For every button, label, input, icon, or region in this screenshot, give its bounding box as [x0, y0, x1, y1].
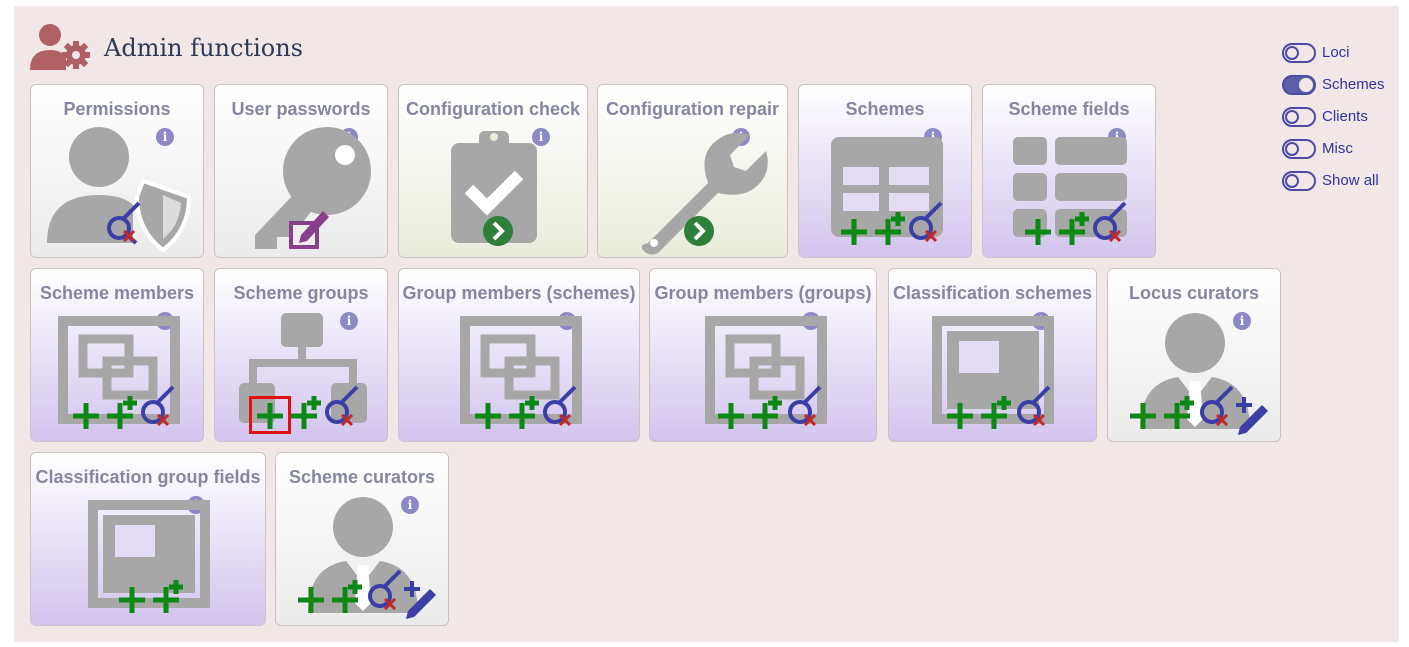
admin-users-gear-icon	[30, 24, 90, 70]
add-actions-icons[interactable]	[31, 453, 266, 626]
clipboard-check-icon	[451, 131, 537, 243]
tile-label: Group members (groups)	[654, 283, 872, 303]
add-actions-icons[interactable]	[276, 453, 449, 626]
toggle-label[interactable]: Clients	[1322, 108, 1368, 125]
toggle-knob	[1285, 46, 1299, 60]
scheme-fields-tile[interactable]: Scheme fields i	[982, 84, 1156, 258]
table-icon	[831, 137, 943, 237]
scheme-groups-tile[interactable]: Scheme groups i	[214, 268, 388, 442]
tile-label: Permissions	[63, 99, 171, 119]
tile-label: Configuration check	[405, 99, 580, 119]
page-title: Admin functions	[104, 34, 303, 62]
tile-label: Schemes	[845, 99, 925, 119]
add-actions-icons[interactable]	[215, 269, 388, 442]
edit-icon[interactable]	[215, 85, 388, 258]
toggle-knob	[1285, 142, 1299, 156]
toggle-switch[interactable]	[1282, 139, 1316, 159]
add-actions-icons[interactable]	[650, 269, 877, 442]
object-ungroup-icon	[88, 500, 210, 608]
info-icon[interactable]: i	[340, 312, 358, 330]
classification-group-fields-tile[interactable]: Classification group fields i	[30, 452, 266, 626]
tile-label: Configuration repair	[605, 99, 779, 119]
run-arrow-icon[interactable]	[399, 85, 588, 258]
toggle-switch[interactable]	[1282, 75, 1316, 95]
user-passwords-tile[interactable]: User passwords i	[214, 84, 388, 258]
tile-label: Scheme curators	[288, 467, 436, 487]
add-actions-icons[interactable]	[1108, 269, 1281, 442]
sitemap-icon	[239, 313, 367, 423]
wrench-icon	[641, 133, 768, 255]
tile-label: Classification schemes	[892, 283, 1093, 303]
configuration-check-tile[interactable]: Configuration check i	[398, 84, 588, 258]
toggle-switch[interactable]	[1282, 43, 1316, 63]
schemes-tile[interactable]: Schemes i	[798, 84, 972, 258]
add-actions-icons[interactable]	[983, 85, 1156, 258]
tile-label: Scheme groups	[233, 283, 369, 303]
toggle-knob	[1285, 174, 1299, 188]
toggle-label[interactable]: Schemes	[1322, 76, 1385, 93]
object-ungroup-icon	[932, 316, 1054, 424]
tile-label: Locus curators	[1128, 283, 1260, 303]
key-icon	[255, 127, 371, 249]
toggle-loci[interactable]: Loci	[1282, 42, 1392, 74]
locus-curators-tile[interactable]: Locus curators i	[1107, 268, 1281, 442]
add-actions-icons[interactable]	[889, 269, 1097, 442]
toggle-schemes[interactable]: Schemes	[1282, 74, 1392, 106]
filter-toggles: Loci Schemes Clients Misc Show all	[1282, 42, 1392, 202]
add-actions-icons[interactable]	[31, 269, 204, 442]
configuration-repair-tile[interactable]: Configuration repair i	[597, 84, 788, 258]
add-actions-icons[interactable]	[399, 269, 640, 442]
toggle-switch[interactable]	[1282, 171, 1316, 191]
toggle-label[interactable]: Show all	[1322, 172, 1379, 189]
permissions-tile[interactable]: Permissions i	[30, 84, 204, 258]
tile-label: Scheme fields	[1008, 99, 1130, 119]
info-icon[interactable]: i	[532, 128, 550, 146]
user-shield-icon	[47, 127, 192, 253]
tile-label: Scheme members	[39, 283, 195, 303]
toggle-label[interactable]: Loci	[1322, 44, 1350, 61]
toggle-misc[interactable]: Misc	[1282, 138, 1392, 170]
tile-label: User passwords	[231, 99, 371, 119]
group-members-schemes-tile[interactable]: Group members (schemes) i	[398, 268, 640, 442]
info-icon[interactable]: i	[156, 128, 174, 146]
query-delete-icon[interactable]	[31, 85, 204, 258]
add-icon-highlight[interactable]	[249, 396, 291, 434]
tile-label: Classification group fields	[35, 467, 261, 487]
group-members-groups-tile[interactable]: Group members (groups) i	[649, 268, 877, 442]
classification-schemes-tile[interactable]: Classification schemes i	[888, 268, 1097, 442]
toggle-knob	[1299, 78, 1313, 92]
toggle-knob	[1285, 110, 1299, 124]
tile-label: Group members (schemes)	[402, 283, 636, 303]
toggle-label[interactable]: Misc	[1322, 140, 1353, 157]
info-icon[interactable]: i	[1233, 312, 1251, 330]
info-icon[interactable]: i	[401, 496, 419, 514]
run-arrow-icon[interactable]	[598, 85, 788, 258]
add-actions-icons[interactable]	[799, 85, 972, 258]
toggle-switch[interactable]	[1282, 107, 1316, 127]
toggle-show-all[interactable]: Show all	[1282, 170, 1392, 202]
scheme-curators-tile[interactable]: Scheme curators i	[275, 452, 449, 626]
toggle-clients[interactable]: Clients	[1282, 106, 1392, 138]
scheme-members-tile[interactable]: Scheme members i	[30, 268, 204, 442]
